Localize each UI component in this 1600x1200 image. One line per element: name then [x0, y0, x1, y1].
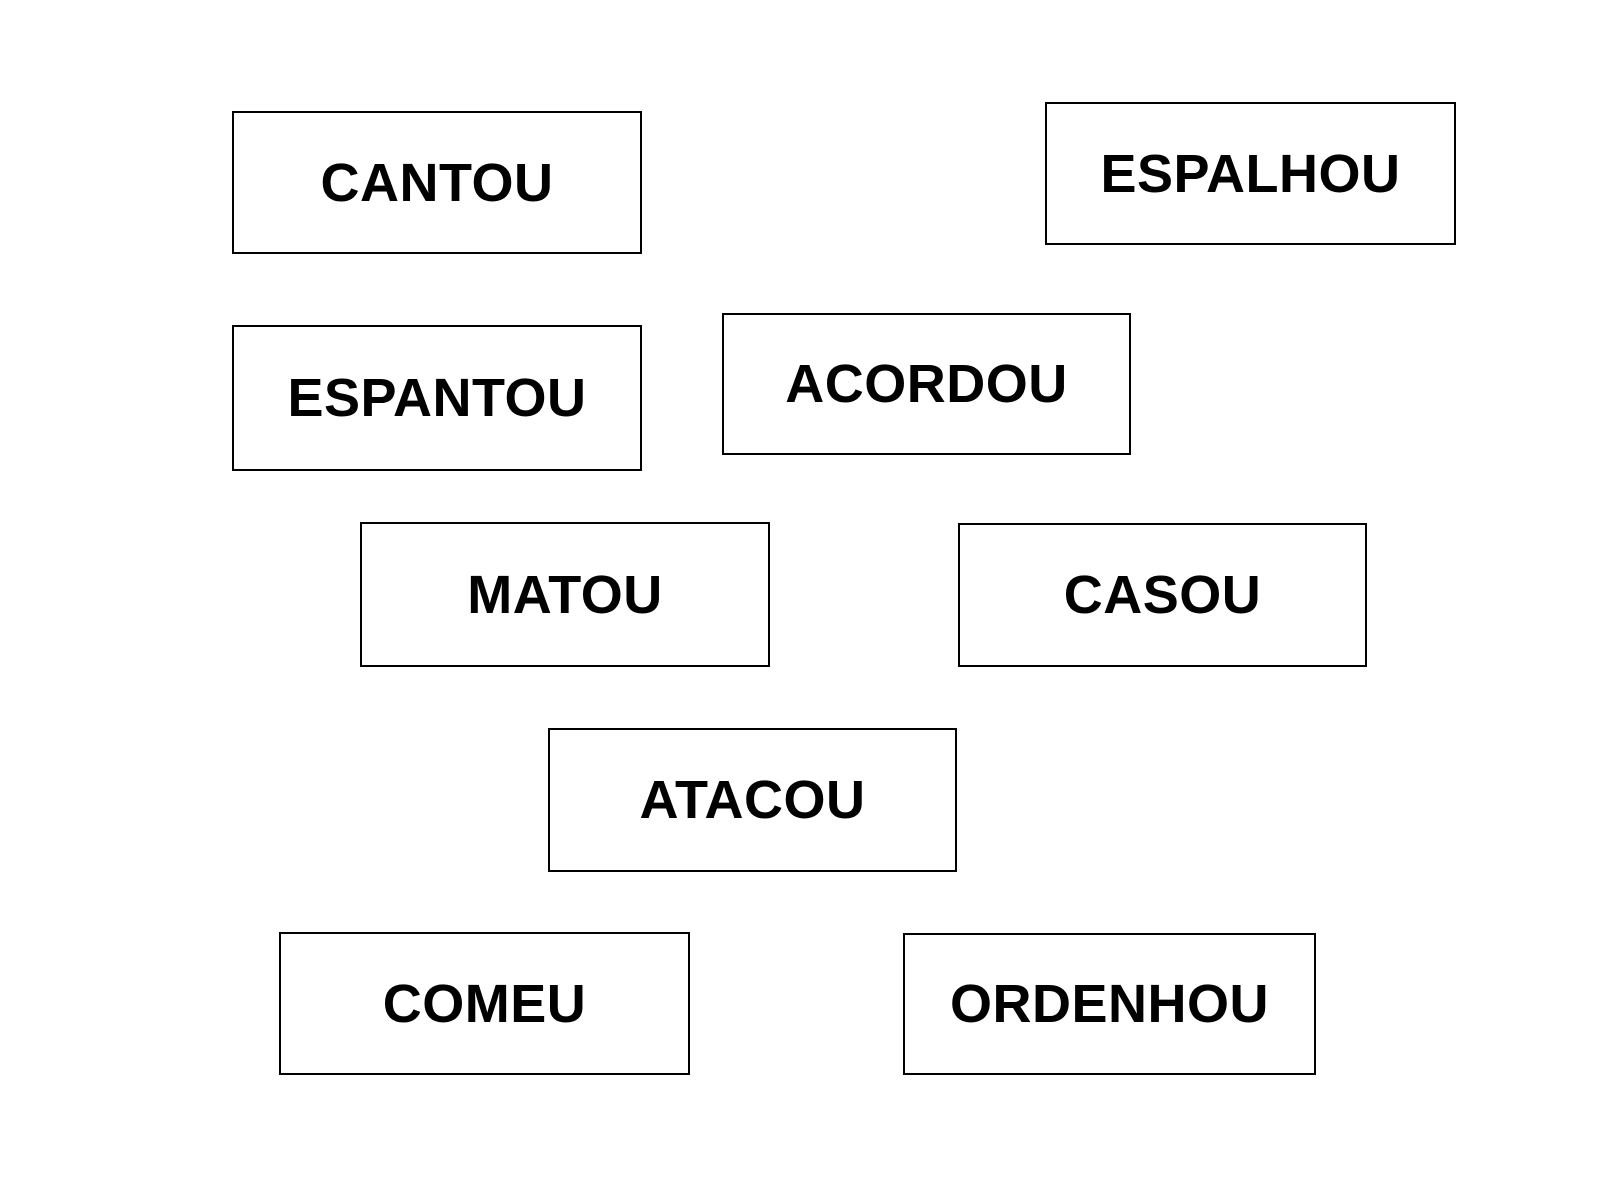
word-card-label: CANTOU	[320, 152, 554, 213]
word-card-atacou: ATACOU	[548, 728, 957, 872]
word-card-label: MATOU	[467, 564, 663, 625]
word-card-acordou: ACORDOU	[722, 313, 1131, 455]
word-card-casou: CASOU	[958, 523, 1367, 667]
word-card-cantou: CANTOU	[232, 111, 642, 254]
word-card-comeu: COMEU	[279, 932, 690, 1075]
word-card-label: ORDENHOU	[949, 974, 1269, 1034]
word-card-label: ACORDOU	[785, 354, 1068, 414]
word-card-matou: MATOU	[360, 522, 770, 667]
word-card-label: ATACOU	[639, 770, 866, 830]
word-card-espalhou: ESPALHOU	[1045, 102, 1456, 245]
word-card-label: COMEU	[382, 973, 587, 1034]
word-card-label: ESPANTOU	[287, 368, 587, 428]
word-card-ordenhou: ORDENHOU	[903, 933, 1316, 1075]
word-card-espantou: ESPANTOU	[232, 325, 642, 471]
word-card-label: ESPALHOU	[1100, 143, 1401, 204]
word-card-label: CASOU	[1063, 565, 1262, 625]
